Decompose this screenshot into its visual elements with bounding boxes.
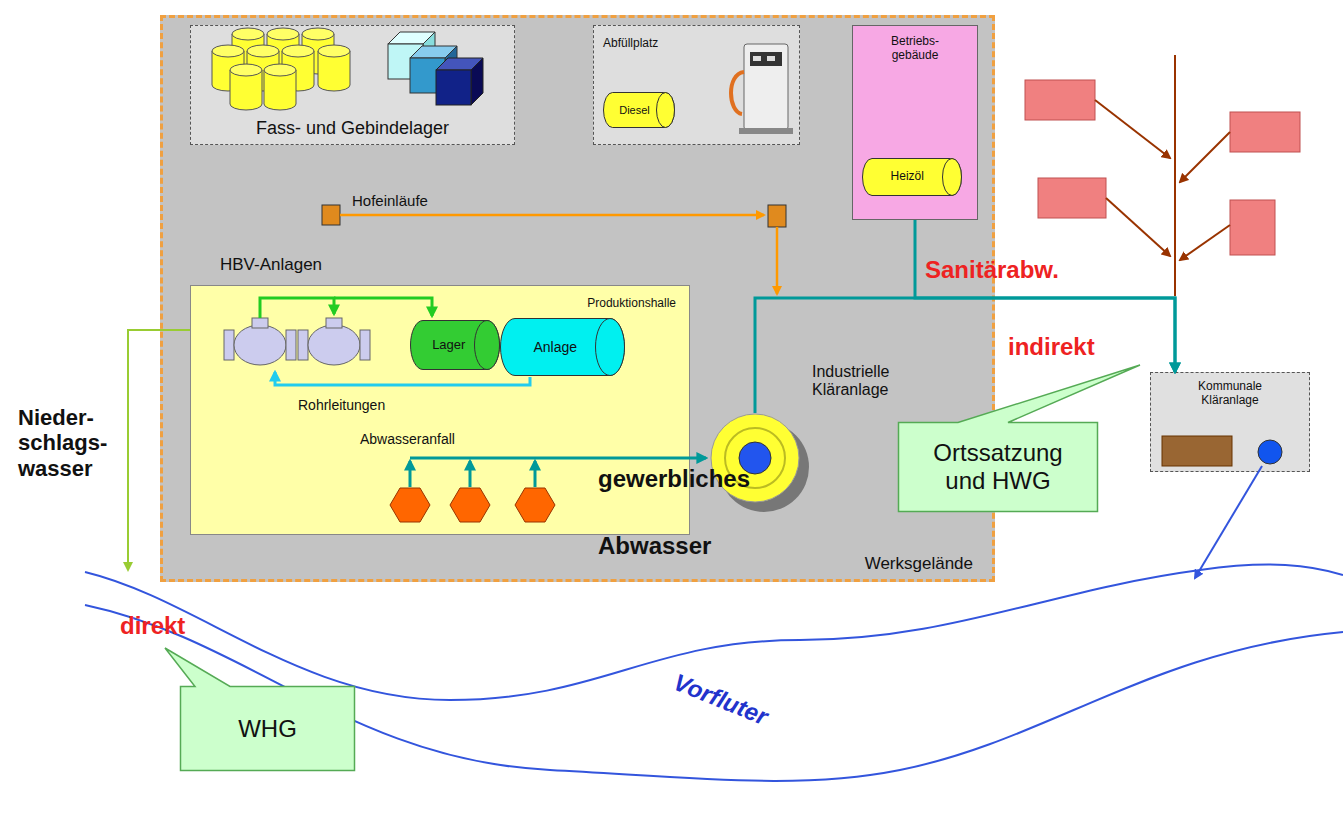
tank-body	[411, 321, 500, 370]
fuel-pump	[731, 44, 793, 134]
wastewater-source	[450, 488, 490, 522]
house-symbol	[1230, 112, 1300, 152]
node-label: Anlage	[533, 339, 577, 355]
container-cube	[436, 58, 483, 105]
wastewater-source	[390, 488, 430, 522]
callout-outline	[165, 648, 355, 771]
annotation-label: Hofeinläufe	[352, 192, 428, 209]
tank-body	[501, 319, 625, 376]
drum	[264, 64, 296, 110]
drum	[230, 64, 262, 110]
river-bank	[85, 605, 1343, 781]
node-label: Lager	[432, 338, 465, 353]
house-symbol	[1038, 178, 1106, 218]
wastewater-pipe	[534, 461, 537, 487]
callout-box: WHG	[180, 686, 355, 771]
sewer-branch	[1180, 132, 1230, 182]
diesel-tank: Diesel	[603, 92, 675, 128]
office-building: Betriebs- gebäudeHeizöl	[852, 25, 978, 220]
node-label: Industrielle Kläranlage	[812, 363, 937, 400]
sewer-line	[1174, 55, 1176, 296]
tank-end	[475, 321, 500, 370]
pump-digit	[753, 56, 761, 61]
node-label: Produktionshalle	[587, 297, 676, 311]
house-symbol	[1025, 80, 1095, 120]
sewer-branch	[1095, 100, 1170, 158]
tank-end	[657, 93, 675, 128]
annotation-label: HBV-Anlagen	[220, 255, 322, 275]
plant-vessel: Anlage	[500, 318, 625, 376]
node-label: Fass- und Gebindelager	[256, 118, 449, 139]
river-bank	[85, 565, 1343, 700]
annotation-label: gewerbliches	[598, 465, 750, 493]
annotation-label: direkt	[120, 612, 185, 640]
pipe-line	[334, 298, 432, 316]
node-label: Kommunale Kläranlage	[1180, 380, 1280, 408]
pipe-line	[260, 298, 334, 318]
pump-body	[744, 44, 788, 130]
municipal-clarifier	[1258, 440, 1282, 464]
rainwater-pipe	[128, 330, 190, 570]
yard-drain	[768, 205, 786, 227]
annotation-label: Rohrleitungen	[298, 397, 385, 413]
annotation-label: indirekt	[1008, 333, 1095, 361]
cube-front	[436, 70, 471, 105]
callout-box: Ortssatzung und HWG	[898, 422, 1098, 512]
cube-side	[471, 58, 483, 105]
node-label: WHG	[238, 715, 297, 743]
node-label: Abfüllplatz	[603, 37, 658, 51]
tank-body	[863, 159, 962, 196]
valve-flange	[286, 330, 296, 360]
storage-tank: Lager	[410, 320, 500, 370]
wastewater-pipe	[469, 461, 472, 487]
wastewater-pipe	[409, 461, 412, 487]
outflow-line	[1195, 466, 1262, 578]
valve-flange	[298, 330, 308, 360]
node-label: Ortssatzung und HWG	[911, 439, 1086, 494]
annotation-label: Sanitärabw.	[925, 256, 1059, 284]
callout-outline	[899, 365, 1141, 512]
valve-bonnet	[252, 318, 268, 328]
pump-display	[750, 52, 782, 66]
node-label: Diesel	[619, 104, 650, 117]
annotation-label: Vorfluter	[670, 668, 772, 731]
drain-pipe	[340, 214, 764, 217]
wastewater-pipe	[410, 457, 706, 460]
annotation-label: Abwasser	[598, 532, 711, 560]
sewer-branch	[1106, 198, 1170, 256]
node-label: Heizöl	[891, 170, 924, 184]
valve-flange	[360, 330, 370, 360]
node-label: Werksgelände	[865, 554, 973, 574]
pump-digit	[767, 56, 775, 61]
yard-drain	[322, 205, 340, 225]
wastewater-source	[515, 488, 555, 522]
node-label: Betriebs- gebäude	[879, 35, 951, 63]
valve	[298, 318, 370, 365]
valve-bonnet	[326, 318, 342, 328]
tank-body	[604, 93, 675, 128]
pump-hose	[731, 72, 744, 114]
drum	[318, 45, 350, 91]
sewer-connector	[755, 298, 1175, 413]
tank-end	[596, 319, 625, 376]
sewer-connector	[915, 220, 1175, 372]
pump-base	[739, 128, 793, 134]
house-symbol	[1230, 200, 1275, 255]
annotation-label: Abwasseranfall	[360, 431, 455, 447]
annotation-label: Nieder- schlags- wasser	[18, 405, 130, 481]
valve	[224, 318, 296, 365]
valve-body	[234, 325, 286, 365]
valve-flange	[224, 330, 234, 360]
municipal-basin	[1162, 436, 1232, 466]
pipe-line	[275, 372, 530, 385]
sewer-branch	[1180, 225, 1230, 260]
oil-tank: Heizöl	[862, 158, 962, 196]
valve-body	[308, 325, 360, 365]
drain-pipe	[776, 227, 779, 294]
tank-end	[943, 159, 962, 196]
